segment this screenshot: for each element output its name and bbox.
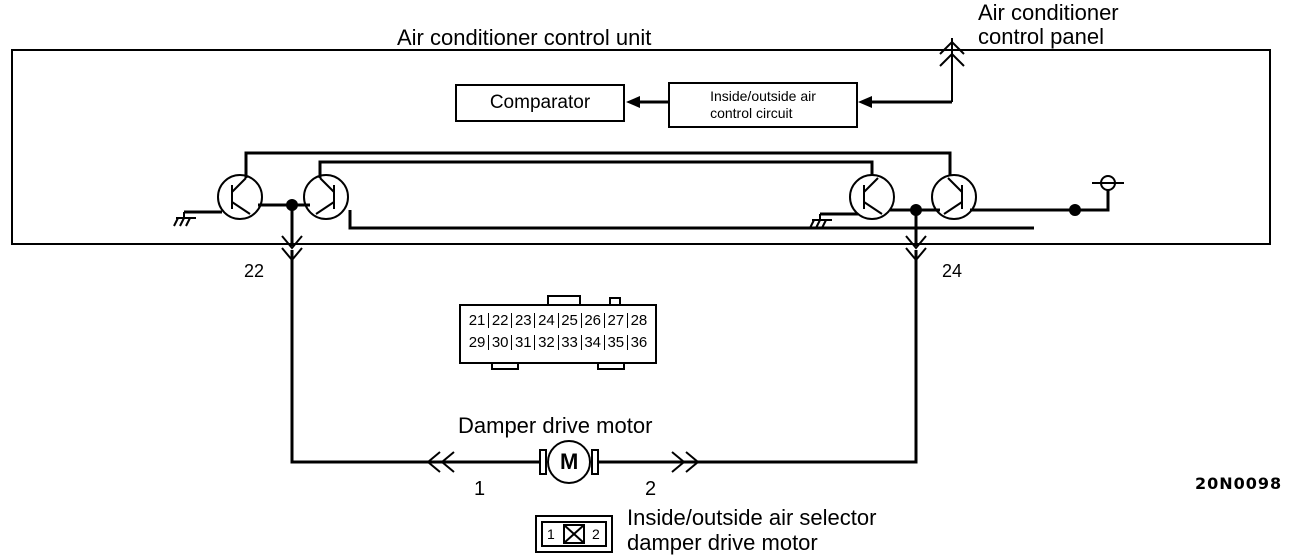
figure-code: 20N0098 bbox=[1195, 474, 1283, 493]
connector-pin: 25 bbox=[559, 313, 582, 328]
connector-pin: 30 bbox=[489, 335, 513, 350]
motor-connector-shell bbox=[535, 515, 613, 553]
control-unit-box bbox=[11, 49, 1271, 245]
motor-symbol-label: M bbox=[560, 449, 579, 474]
motor-pin-2-connector bbox=[671, 451, 700, 473]
control-panel-label-line1: Air conditioner bbox=[978, 0, 1119, 25]
junction-dot bbox=[1069, 204, 1081, 216]
connector-grid: 21 22 23 24 25 26 27 28 29 30 31 32 33 3… bbox=[466, 313, 650, 350]
motor-title: Damper drive motor bbox=[458, 413, 653, 438]
junction-dot bbox=[910, 204, 922, 216]
connector-row-2: 29 30 31 32 33 34 35 36 bbox=[466, 335, 650, 350]
connector-pin: 22 bbox=[489, 313, 513, 328]
transistor-4 bbox=[931, 174, 977, 220]
connector-pin: 34 bbox=[582, 335, 605, 350]
connector-pin: 35 bbox=[605, 335, 628, 350]
control-circuit-label: Inside/outside air control circuit bbox=[710, 88, 816, 121]
control-circuit-box: Inside/outside air control circuit bbox=[668, 82, 858, 128]
connector-pin: 31 bbox=[512, 335, 536, 350]
connector-pin: 27 bbox=[605, 313, 628, 328]
power-supply-icon bbox=[1092, 175, 1124, 191]
connector-pin: 33 bbox=[559, 335, 582, 350]
control-panel-connector bbox=[939, 38, 965, 102]
comparator-box: Comparator bbox=[455, 84, 625, 122]
motor-connector-pin-right: 2 bbox=[592, 526, 600, 542]
control-panel-label-line2: control panel bbox=[978, 24, 1104, 49]
connector-pin: 24 bbox=[535, 313, 559, 328]
pin-2-label: 2 bbox=[645, 478, 657, 500]
terminal-22-label: 22 bbox=[244, 261, 265, 281]
transistor-3 bbox=[849, 174, 895, 220]
junction-dot bbox=[286, 199, 298, 211]
comparator-label: Comparator bbox=[489, 92, 591, 113]
arrow-to-circuit bbox=[858, 96, 872, 108]
connector-pin: 23 bbox=[512, 313, 536, 328]
transistor-1 bbox=[217, 174, 263, 220]
connector-pin: 29 bbox=[466, 335, 490, 350]
motor-connector-pin-left: 1 bbox=[547, 526, 555, 542]
ground-icon bbox=[173, 212, 196, 227]
pin-1-label: 1 bbox=[474, 478, 486, 500]
connector-pin: 36 bbox=[630, 334, 648, 351]
arrow-to-comparator bbox=[626, 96, 640, 108]
selector-label-line1: Inside/outside air selector bbox=[627, 505, 877, 530]
connector-shell bbox=[459, 295, 657, 370]
selector-label-line2: damper drive motor bbox=[627, 530, 818, 555]
control-unit-label: Air conditioner control unit bbox=[397, 25, 652, 50]
transistor-2 bbox=[303, 174, 349, 220]
connector-pin: 32 bbox=[535, 335, 559, 350]
connector-pin: 21 bbox=[466, 313, 490, 328]
terminal-24-label: 24 bbox=[942, 261, 963, 281]
connector-pin: 26 bbox=[582, 313, 605, 328]
internal-wiring bbox=[184, 151, 1110, 246]
ground-icon bbox=[809, 214, 832, 229]
motor-pin-1-connector bbox=[426, 451, 455, 473]
motor-icon bbox=[539, 440, 599, 484]
connector-pin: 28 bbox=[630, 312, 648, 329]
connector-row-1: 21 22 23 24 25 26 27 28 bbox=[466, 313, 650, 328]
